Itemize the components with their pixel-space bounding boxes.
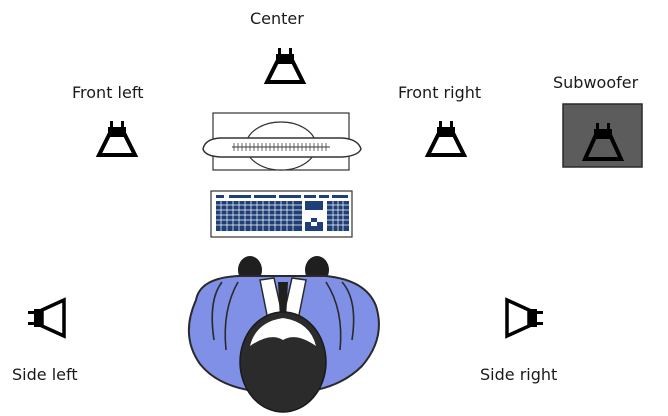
front-left-speaker-icon bbox=[99, 121, 135, 155]
monitor-icon bbox=[203, 113, 361, 170]
side-right-speaker-icon bbox=[507, 300, 543, 336]
side-left-speaker-icon bbox=[28, 300, 64, 336]
keyboard-icon bbox=[211, 191, 352, 237]
listener-icon bbox=[189, 256, 379, 412]
front-right-speaker-icon bbox=[428, 121, 464, 155]
subwoofer-icon bbox=[563, 104, 642, 167]
center-speaker-icon bbox=[267, 48, 303, 82]
